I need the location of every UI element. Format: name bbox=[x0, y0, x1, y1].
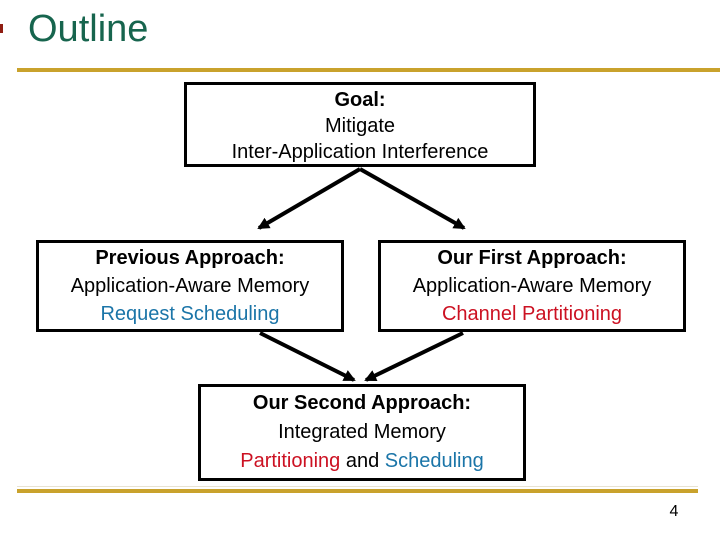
page-number: 4 bbox=[669, 503, 679, 520]
second-approach-word-scheduling: Scheduling bbox=[384, 450, 484, 472]
footer-rule-faint bbox=[17, 486, 698, 487]
second-approach-heading: Our Second Approach: bbox=[252, 392, 472, 414]
first-approach-box: Our First Approach: Application-Aware Me… bbox=[378, 240, 686, 332]
arrow-goal-to-previous bbox=[257, 167, 362, 230]
slide-title: Outline bbox=[28, 8, 149, 50]
second-approach-line2: Integrated Memory bbox=[278, 421, 446, 443]
title-underline-rule bbox=[17, 68, 720, 72]
arrow-first-to-second bbox=[364, 331, 464, 382]
previous-approach-heading: Previous Approach: bbox=[95, 247, 285, 269]
footer-rule bbox=[17, 489, 698, 493]
goal-box-line2: Mitigate bbox=[324, 115, 396, 137]
first-approach-line2: Application-Aware Memory bbox=[412, 275, 652, 297]
second-approach-word-partitioning: Partitioning bbox=[240, 450, 341, 472]
previous-approach-box: Previous Approach: Application-Aware Mem… bbox=[36, 240, 344, 332]
first-approach-line3: Channel Partitioning bbox=[441, 303, 623, 325]
second-approach-box: Our Second Approach: Integrated Memory P… bbox=[198, 384, 526, 481]
first-approach-heading: Our First Approach: bbox=[437, 247, 627, 269]
goal-box-line3: Inter-Application Interference bbox=[231, 141, 489, 163]
previous-approach-line3: Request Scheduling bbox=[100, 303, 280, 325]
arrow-goal-to-first bbox=[359, 167, 466, 230]
arrow-previous-to-second bbox=[259, 331, 356, 382]
previous-approach-line2: Application-Aware Memory bbox=[70, 275, 310, 297]
goal-box: Goal: Mitigate Inter-Application Interfe… bbox=[184, 82, 536, 167]
second-approach-line3: Partitioning and Scheduling bbox=[201, 447, 523, 476]
corner-accent-square bbox=[0, 24, 3, 33]
second-approach-word-and: and bbox=[340, 450, 385, 472]
goal-box-heading: Goal: bbox=[334, 89, 386, 111]
